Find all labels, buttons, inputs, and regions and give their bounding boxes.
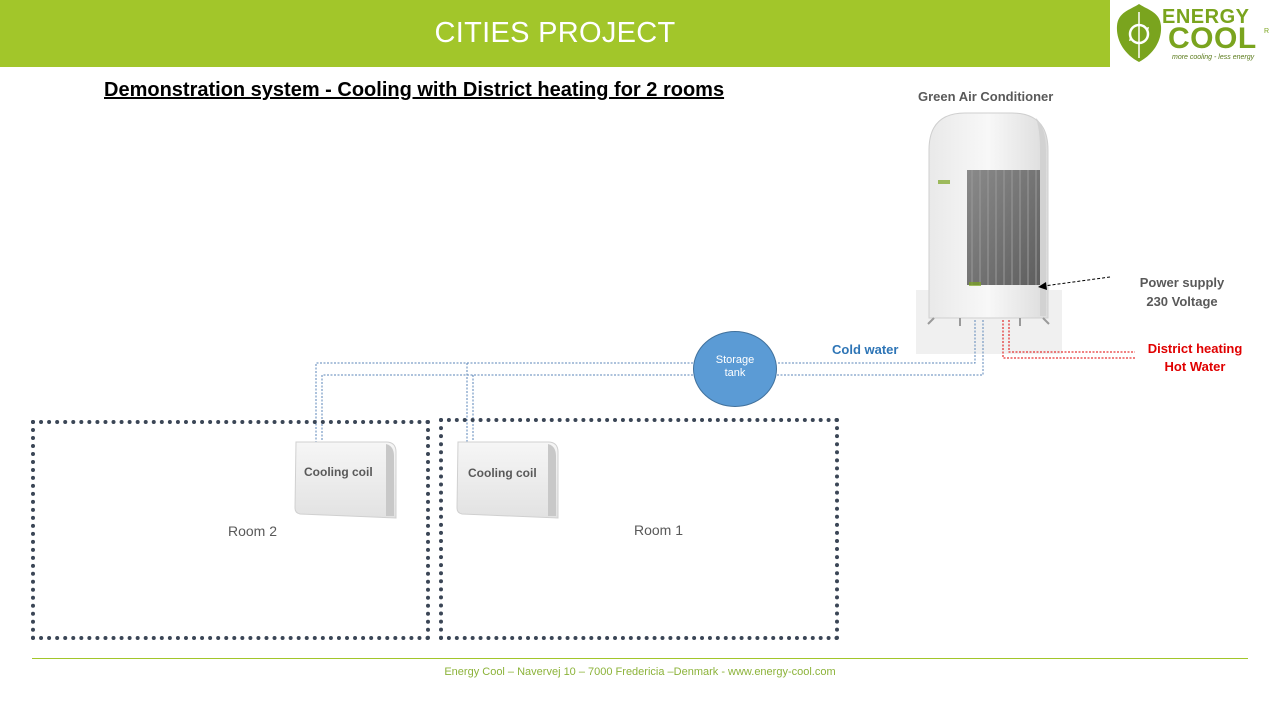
storage-tank-label: Storage tank — [693, 354, 777, 380]
storage-tank-line2: tank — [724, 367, 746, 379]
header-bar — [0, 0, 1110, 67]
cooling-coil-label-room2: Cooling coil — [304, 465, 373, 479]
cooling-coil-unit-room1 — [456, 441, 559, 519]
district-heating-pipes — [1002, 320, 1135, 359]
room-1-label: Room 1 — [634, 522, 684, 538]
storage-tank — [693, 331, 777, 407]
footer-divider — [32, 658, 1248, 659]
district-heating-line2: Hot Water — [1164, 359, 1226, 374]
room-2-label: Room 2 — [228, 523, 278, 539]
power-supply-line2: 230 Voltage — [1146, 294, 1218, 309]
room-1-boundary — [439, 418, 839, 640]
cooling-coil-label-room1: Cooling coil — [468, 466, 537, 480]
district-heating-label: District heating Hot Water — [1138, 340, 1252, 376]
storage-tank-line1: Storage — [715, 354, 755, 366]
footer-contact: Energy Cool – Navervej 10 – 7000 Frederi… — [444, 666, 836, 678]
logo-line2: COOL — [1168, 22, 1257, 55]
cooling-coil-unit-room2 — [294, 441, 397, 519]
logo-registered: R — [1264, 28, 1270, 35]
logo-tagline: more cooling - less energy — [1172, 54, 1255, 61]
cold-water-label: Cold water — [832, 342, 899, 357]
air-conditioner-label: Green Air Conditioner — [918, 89, 1054, 104]
power-supply-arrow — [1043, 276, 1111, 287]
air-conditioner-unit — [916, 112, 1062, 354]
room-2-boundary — [31, 420, 430, 640]
page-title: CITIES PROJECT — [434, 17, 676, 49]
leaf-icon — [1116, 4, 1162, 62]
power-supply-line1: Power supply — [1139, 275, 1225, 290]
energy-cool-logo: ENERGY COOL R more cooling - less energy — [1112, 0, 1280, 67]
logo-line1: ENERGY — [1162, 6, 1250, 28]
power-supply-label: Power supply 230 Voltage — [1128, 273, 1236, 311]
district-heating-line1: District heating — [1147, 341, 1243, 356]
diagram-subtitle: Demonstration system - Cooling with Dist… — [104, 79, 725, 101]
power-arrowhead — [1038, 282, 1047, 290]
